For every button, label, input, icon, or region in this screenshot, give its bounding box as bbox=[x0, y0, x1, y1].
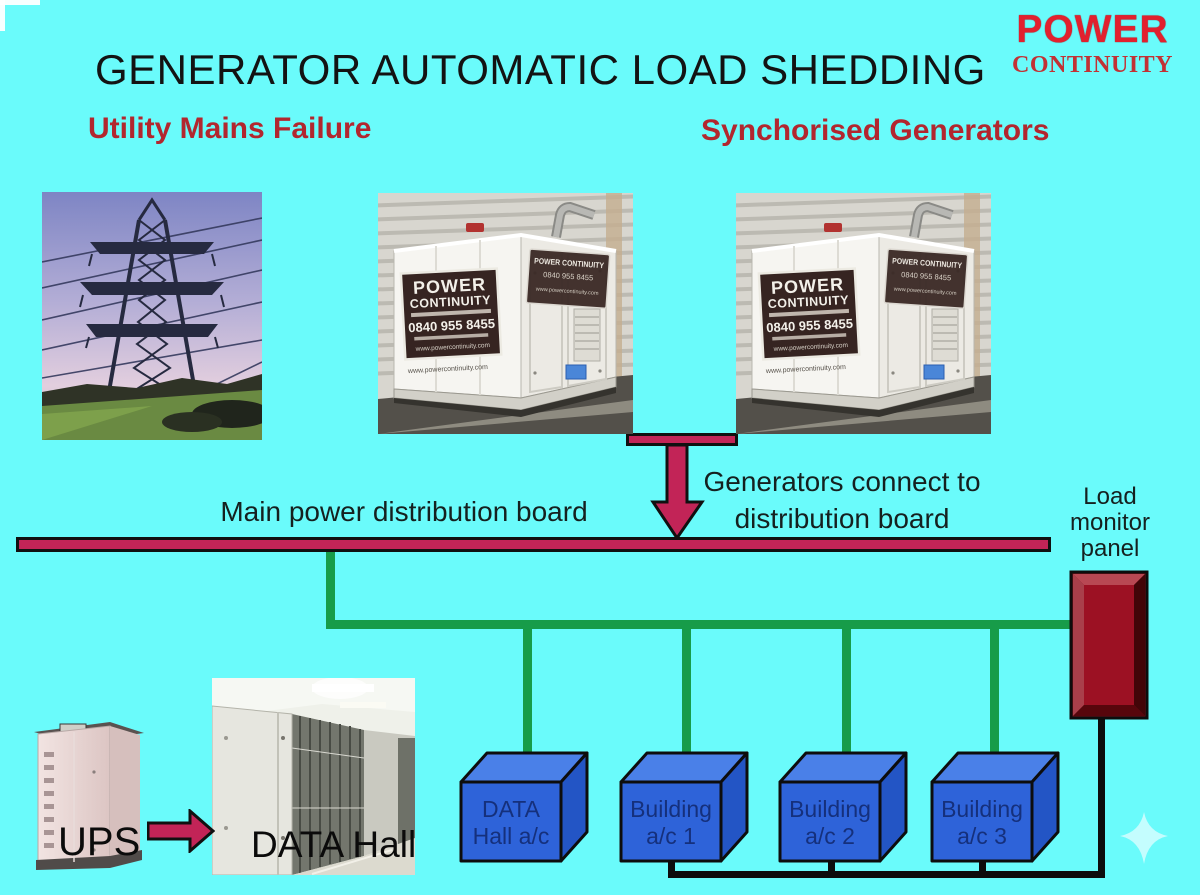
load-box-label-line1: Building bbox=[789, 796, 871, 822]
load-monitor-label-line1: Load bbox=[1083, 483, 1137, 510]
ups-photo bbox=[34, 722, 144, 870]
feeder-horizontal-bus bbox=[326, 620, 1072, 629]
shed-stub-building-ac-1 bbox=[668, 856, 675, 876]
load-box-label-line2: a/c 3 bbox=[957, 823, 1007, 849]
load-box-label-line2: a/c 2 bbox=[805, 823, 855, 849]
feeder-drop-from-busbar bbox=[326, 550, 335, 626]
page-title: GENERATOR AUTOMATIC LOAD SHEDDING bbox=[95, 46, 986, 93]
main-distribution-busbar bbox=[16, 537, 1051, 552]
load-box-building-ac-1: Building a/c 1 bbox=[619, 751, 749, 863]
feeder-drop-data-hall-ac bbox=[523, 626, 532, 772]
load-box-building-ac-2: Building a/c 2 bbox=[778, 751, 908, 863]
logo-continuity-text: CONTINUITY bbox=[1011, 51, 1174, 78]
synchorised-generators-heading: Synchorised Generators bbox=[701, 114, 1050, 147]
generators-connect-note: Generators connect to distribution board bbox=[692, 463, 992, 537]
feeder-drop-building-ac-1 bbox=[682, 626, 691, 772]
feeder-drop-building-ac-3 bbox=[990, 626, 999, 772]
ups-to-data-hall-arrow bbox=[147, 809, 215, 853]
scan-edge-artifact-left bbox=[0, 0, 5, 31]
load-monitor-label: Load monitor panel bbox=[1062, 484, 1158, 562]
generator-photo-2 bbox=[736, 193, 991, 434]
load-box-label-line1: DATA bbox=[482, 796, 541, 822]
scan-edge-artifact-top bbox=[0, 0, 40, 5]
load-box-data-hall-ac: DATA Hall a/c bbox=[459, 751, 589, 863]
shed-stub-building-ac-2 bbox=[828, 856, 835, 876]
main-board-label: Main power distribution board bbox=[220, 496, 588, 527]
power-continuity-logo: POWER CONTINUITY bbox=[995, 8, 1190, 78]
generators-connect-note-line2: distribution board bbox=[734, 503, 950, 534]
electricity-pylon-photo bbox=[42, 192, 262, 440]
generators-connect-note-line1: Generators connect to bbox=[703, 466, 981, 497]
load-monitor-label-line2: monitor bbox=[1069, 509, 1151, 536]
shed-line-bottom-bus bbox=[668, 871, 1105, 878]
generator-photo-1 bbox=[378, 193, 633, 434]
utility-mains-failure-heading: Utility Mains Failure bbox=[88, 112, 372, 145]
load-box-label-line1: Building bbox=[941, 796, 1023, 822]
ups-label: UPS bbox=[58, 820, 141, 864]
load-box-building-ac-3: Building a/c 3 bbox=[930, 751, 1060, 863]
load-monitor-label-line3: panel bbox=[1080, 535, 1140, 562]
feeder-drop-building-ac-2 bbox=[842, 626, 851, 772]
load-box-label-line2: a/c 1 bbox=[646, 823, 696, 849]
logo-power-text: POWER bbox=[1016, 8, 1169, 51]
sparkle-icon bbox=[1120, 812, 1168, 864]
shed-stub-building-ac-3 bbox=[979, 856, 986, 876]
data-hall-label: DATA Hall bbox=[251, 824, 417, 865]
load-box-label-line2: Hall a/c bbox=[473, 823, 550, 849]
generator-to-board-arrow bbox=[650, 444, 705, 541]
load-monitor-panel bbox=[1069, 570, 1149, 720]
load-box-label-line1: Building bbox=[630, 796, 712, 822]
shed-line-panel-drop bbox=[1098, 716, 1105, 878]
data-hall-photo bbox=[212, 678, 415, 875]
